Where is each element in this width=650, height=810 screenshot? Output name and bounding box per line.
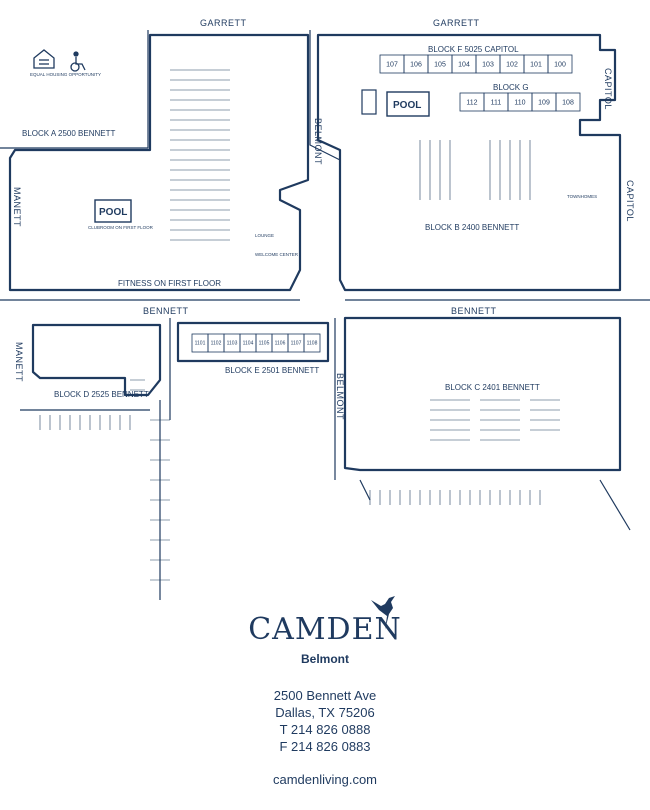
- logo-bird-wrap: [0, 592, 650, 637]
- parking-stripes: [369, 490, 541, 505]
- lounge-label: LOUNGE: [255, 233, 274, 238]
- contact-block: 2500 Bennett Ave Dallas, TX 75206 T 214 …: [0, 687, 650, 755]
- block-f-units: 107 106 105 104 103 102 101 100: [379, 54, 573, 74]
- unit-cell: [547, 54, 573, 74]
- fax-number: F 214 826 0883: [279, 739, 371, 754]
- parking-stripes: [170, 69, 230, 241]
- hummingbird-logo-icon: [371, 596, 395, 630]
- street-garrett-left: GARRETT: [200, 18, 247, 28]
- unit-number: 110: [514, 99, 525, 106]
- unit-number: 111: [491, 99, 502, 106]
- hot-tub: [361, 89, 377, 115]
- pool-a-label: POOL: [99, 207, 127, 218]
- street-belmont-lower: BELMONT: [335, 373, 345, 420]
- street-belmont-upper: BELMONT: [313, 118, 323, 165]
- road-edge: [359, 479, 631, 531]
- equal-housing-icon: [33, 49, 55, 69]
- unit-cell: [303, 333, 321, 353]
- wheelchair-icon: [70, 51, 86, 72]
- street-capitol-lower: CAPITOL: [625, 180, 635, 222]
- unit-number: 1106: [275, 341, 286, 347]
- website-link[interactable]: camdenliving.com: [272, 772, 378, 787]
- road-edge: [169, 318, 336, 480]
- unit-number: 103: [482, 61, 494, 68]
- unit-number: 105: [434, 61, 446, 68]
- block-g-units: 112 111 110 109 108: [459, 92, 581, 112]
- block-b-outline: [316, 33, 622, 292]
- street-manett-lower: MANETT: [14, 342, 24, 382]
- phone-number[interactable]: T 214 826 0888: [279, 722, 371, 737]
- block-f-label: BLOCK F 5025 CAPITOL: [428, 45, 519, 54]
- pool-a: [94, 199, 132, 223]
- townhomes-label: TOWNHOMES: [567, 194, 597, 199]
- community-name: Belmont: [301, 652, 349, 666]
- unit-number: 1107: [291, 341, 302, 347]
- street-manett-upper: MANETT: [12, 187, 22, 227]
- unit-number: 106: [410, 61, 422, 68]
- unit-number: 104: [458, 61, 470, 68]
- community-site-map: 107 106 105 104 103 102 101 100 112 111 110 109 108…: [0, 18, 650, 600]
- unit-number: 1101: [195, 341, 206, 347]
- pool-f: [386, 91, 430, 117]
- welcome-center-label: WELCOME CENTER: [255, 252, 299, 257]
- brand-name: CAMDEN: [248, 612, 402, 647]
- block-g-label: BLOCK G: [493, 83, 529, 92]
- unit-number: 1103: [227, 341, 238, 347]
- unit-number: 1102: [211, 341, 222, 347]
- block-b-label: BLOCK B 2400 BENNETT: [425, 223, 519, 232]
- unit-number: 102: [506, 61, 518, 68]
- parking-stripes: [419, 140, 531, 200]
- unit-number: 1108: [307, 341, 318, 347]
- pool-f-label: POOL: [393, 100, 421, 111]
- fitness-label: FITNESS ON FIRST FLOOR: [118, 279, 221, 288]
- clubroom-label: CLUBROOM ON FIRST FLOOR: [88, 225, 154, 230]
- block-d-label: BLOCK D 2525 BENNETT: [54, 390, 149, 399]
- block-d-outline: [31, 323, 162, 397]
- street-capitol-upper: CAPITOL: [603, 68, 613, 110]
- equal-housing-label: EQUAL HOUSING OPPORTUNITY: [30, 72, 101, 77]
- unit-number: 1105: [259, 341, 270, 347]
- unit-number: 100: [554, 61, 566, 68]
- unit-number: 107: [386, 61, 398, 68]
- block-a-outline: [8, 33, 310, 292]
- road-edge: [0, 30, 341, 161]
- unit-number: 108: [562, 99, 574, 106]
- unit-number: 101: [530, 61, 542, 68]
- block-e-units: 1101 1102 1103 1104 1105 1106 1107 1108: [191, 333, 321, 353]
- unit-cell: [555, 92, 581, 112]
- street-bennett-left: BENNETT: [143, 306, 189, 316]
- parking-stripes: [430, 399, 560, 441]
- unit-number: 112: [466, 99, 477, 106]
- unit-number: 1104: [243, 341, 254, 347]
- parking-stripes: [130, 379, 170, 581]
- block-e-label: BLOCK E 2501 BENNETT: [225, 366, 319, 375]
- unit-number: 109: [538, 99, 550, 106]
- block-c-label: BLOCK C 2401 BENNETT: [445, 383, 540, 392]
- address-street: 2500 Bennett Ave: [273, 688, 377, 703]
- address-city: Dallas, TX 75206: [275, 705, 375, 720]
- street-garrett-right: GARRETT: [433, 18, 480, 28]
- street-bennett-right: BENNETT: [451, 306, 497, 316]
- parking-stripes: [39, 415, 131, 430]
- block-c-outline: [343, 316, 622, 472]
- block-a-label: BLOCK A 2500 BENNETT: [22, 129, 115, 138]
- block-e-outline: [176, 321, 330, 363]
